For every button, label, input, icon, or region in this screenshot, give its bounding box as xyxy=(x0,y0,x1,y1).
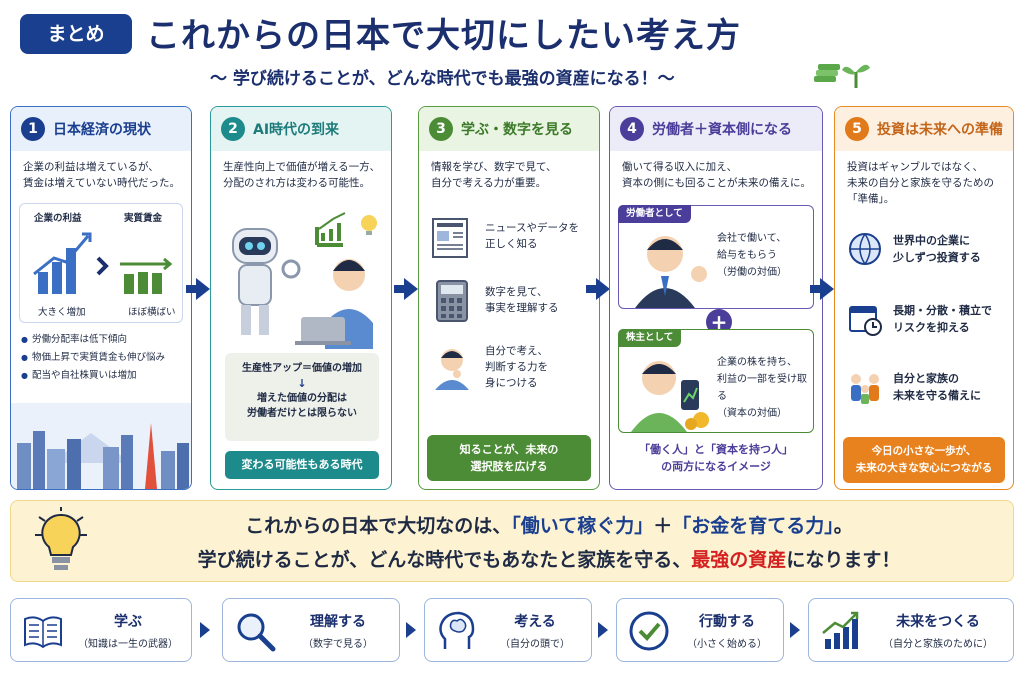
column-title: 学ぶ・数字を見る xyxy=(461,122,573,138)
summary-band: これからの日本で大切なのは、「働いて稼ぐ力」＋「お金を育てる力」。 学び続けるこ… xyxy=(10,500,1014,582)
bullet-item: 物価上昇で実質賃金も伸び悩み xyxy=(21,349,165,367)
lightbulb-icon xyxy=(35,507,87,570)
bullet-item: 労働分配率は低下傾向 xyxy=(21,331,165,349)
step-subtitle: （小さく始める） xyxy=(687,639,767,650)
globe-icon xyxy=(849,233,881,265)
step-number: 3 xyxy=(429,117,453,141)
step-think: 考える （自分の頭で） xyxy=(424,598,592,662)
growth-chart-icon xyxy=(822,611,859,649)
tokyo-skyline-illustration xyxy=(11,403,191,489)
profit-vs-wage-illustration: 企業の利益 実質賃金 大きく増加 ほぼ横ばい xyxy=(19,203,183,323)
step-number: 5 xyxy=(845,117,869,141)
calendar-clock-icon xyxy=(849,306,882,336)
thinking-person-icon xyxy=(435,349,469,390)
money-sprout-icon xyxy=(814,64,870,88)
family-icon xyxy=(851,374,879,404)
summary-line-1: これからの日本で大切なのは、「働いて稼ぐ力」＋「お金を育てる力」。 xyxy=(245,515,853,537)
step-title: 行動する xyxy=(699,614,755,630)
column-investment-future: 5 投資は未来への準備 投資はギャンブルではなく、 未来の自分と家族を守るための … xyxy=(834,106,1014,490)
step-understand: 理解する （数字で見る） xyxy=(222,598,400,662)
step-number: 1 xyxy=(21,117,45,141)
summary-line-2: 学び続けることが、どんな時代でもあなたと家族を守る、最強の資産になります！ xyxy=(197,549,901,571)
column-footer: 変わる可能性もある時代 xyxy=(225,451,379,479)
step-title: 考える xyxy=(514,614,556,630)
step-subtitle: （数字で見る） xyxy=(303,639,373,650)
flow-arrow xyxy=(810,278,834,300)
wage-caption: ほぼ横ばい xyxy=(128,307,176,318)
robot-and-worker-illustration xyxy=(232,212,377,349)
flow-arrow xyxy=(186,278,210,300)
step-title: 理解する xyxy=(310,614,366,630)
flow-arrow xyxy=(586,278,610,300)
page-title: これからの日本で大切にしたい考え方 xyxy=(146,16,741,56)
step-act: 行動する （小さく始める） xyxy=(616,598,784,662)
column-economy-status: 1 日本経済の現状 企業の利益は増えているが、 賃金は増えていない時代だった。 企… xyxy=(10,106,192,490)
worker-tag: 労働者として xyxy=(618,205,691,223)
column-intro: 企業の利益は増えているが、 賃金は増えていない時代だった。 xyxy=(23,161,180,189)
column-footer: 「働く人」と「資本を持つ人」 の両方になるイメージ xyxy=(639,443,793,473)
step-arrow xyxy=(790,622,800,638)
step-subtitle: （自分と家族のために） xyxy=(883,639,993,650)
summary-badge: まとめ xyxy=(20,14,132,54)
column-intro: 生産性向上で価値が増える一方、 分配のされ方は変わる可能性。 xyxy=(223,161,381,189)
step-arrow xyxy=(598,622,608,638)
column-title: 投資は未来への準備 xyxy=(877,122,1003,138)
checkmark-icon xyxy=(629,611,669,651)
magnifier-icon xyxy=(237,613,276,652)
column-footer: 今日の小さな一歩が、 未来の大きな安心につながる xyxy=(843,437,1005,483)
learn-row: 自分で考え、判断する力を身につける xyxy=(429,343,548,391)
invest-row: 長期・分散・積立でリスクを抑える xyxy=(847,301,992,337)
step-arrow xyxy=(200,622,210,638)
column-intro: 情報を学び、数字で見て、 自分で考える力が重要。 xyxy=(431,161,557,189)
learn-row: ニュースやデータを正しく知る xyxy=(429,213,579,259)
flow-arrow xyxy=(394,278,418,300)
shareholder-role-card: 株主として 企業の株を持ち、 利益の一部を受け取る （資本の対価） xyxy=(618,329,814,433)
newspaper-icon xyxy=(432,218,468,258)
page-subtitle: 〜 学び続けることが、どんな時代でも最強の資産になる！〜 xyxy=(210,69,675,89)
productivity-box: 生産性アップ＝価値の増加 ↓ 増えた価値の分配は 労働者だけとは限らない xyxy=(225,353,379,441)
step-number: 4 xyxy=(620,117,644,141)
step-learn: 学ぶ （知識は一生の武器） xyxy=(10,598,192,662)
bullet-item: 配当や自社株買いは増加 xyxy=(21,367,165,385)
step-title: 未来をつくる xyxy=(896,614,980,630)
profit-caption: 大きく増加 xyxy=(38,307,86,318)
shareholder-person-icon xyxy=(631,361,709,432)
step-create-future: 未来をつくる （自分と家族のために） xyxy=(808,598,1014,662)
column-footer: 知ることが、未来の 選択肢を広げる xyxy=(427,435,591,481)
arrow-down-icon: ↓ xyxy=(297,377,307,390)
calculator-icon xyxy=(436,280,468,322)
step-number: 2 xyxy=(221,117,245,141)
profit-label: 企業の利益 xyxy=(34,213,82,224)
column-worker-capital: 4 労働者＋資本側になる 働いて得る収入に加え、 資本の側にも回ることが未来の備え… xyxy=(609,106,823,490)
step-arrow xyxy=(406,622,416,638)
learn-row: 数字を見て、事実を理解する xyxy=(429,277,559,323)
brain-head-icon xyxy=(439,611,475,649)
worker-role-card: 労働者として 会社で働いて、 給与をもらう （労働の対価） xyxy=(618,205,814,309)
book-icon xyxy=(24,616,62,649)
step-title: 学ぶ xyxy=(114,614,142,630)
worker-person-icon xyxy=(635,236,707,308)
shareholder-tag: 株主として xyxy=(618,329,682,347)
invest-row: 自分と家族の未来を守る備えに xyxy=(847,369,981,405)
column-intro: 働いて得る収入に加え、 資本の側にも回ることが未来の備えに。 xyxy=(622,161,811,189)
column-title: 労働者＋資本側になる xyxy=(652,122,792,138)
bar-growth-icon xyxy=(33,232,173,294)
column-title: 日本経済の現状 xyxy=(53,122,151,138)
economy-bullets: 労働分配率は低下傾向 物価上昇で実質賃金も伸び悩み 配当や自社株買いは増加 xyxy=(21,331,165,385)
column-learn-numbers: 3 学ぶ・数字を見る 情報を学び、数字で見て、 自分で考える力が重要。 ニュースや… xyxy=(418,106,600,490)
column-title: AI時代の到来 xyxy=(253,122,340,138)
column-intro: 投資はギャンブルではなく、 未来の自分と家族を守るための 「準備」。 xyxy=(847,161,994,205)
wage-label: 実質賃金 xyxy=(124,213,163,224)
step-subtitle: （自分の頭で） xyxy=(500,639,570,650)
step-subtitle: （知識は一生の武器） xyxy=(78,639,178,650)
invest-row: 世界中の企業に少しずつ投資する xyxy=(847,231,981,267)
